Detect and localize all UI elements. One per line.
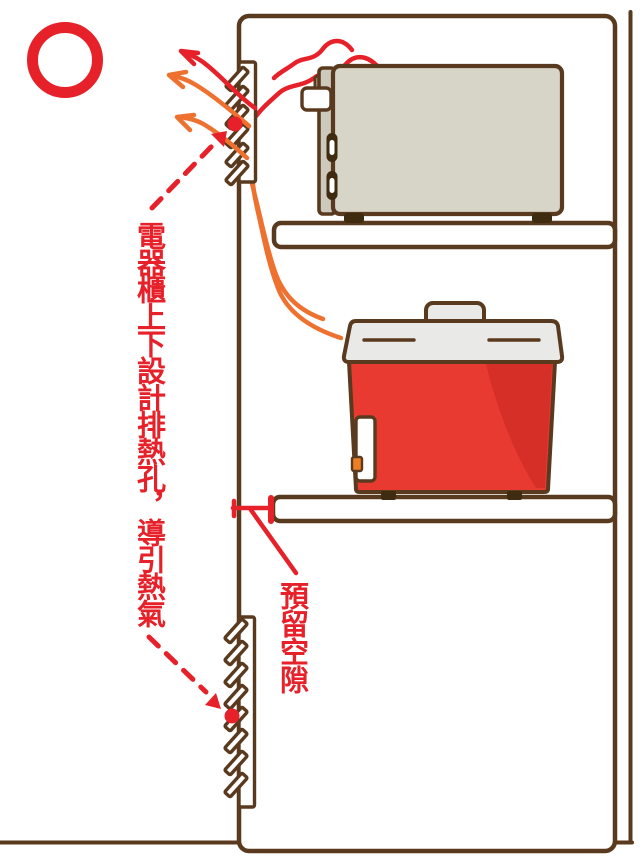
vent-slat <box>223 749 249 777</box>
dashed-leader-top <box>149 143 215 211</box>
leader-arrowhead-icon <box>211 131 227 147</box>
cooker-button <box>350 455 364 473</box>
vent-slat <box>223 661 249 689</box>
gap-leader <box>248 507 299 576</box>
dashed-leader-bottom <box>146 634 209 695</box>
orange-arrowhead-icon <box>174 112 197 133</box>
room-outline <box>0 10 634 845</box>
vent-slat <box>224 159 250 187</box>
cooker-foot <box>507 491 522 500</box>
gap-indicator <box>230 495 299 576</box>
orange-exit-arrow <box>168 73 252 129</box>
microwave-hinge-slot <box>329 178 335 193</box>
leader-lines <box>146 116 243 724</box>
rice-cooker <box>341 301 565 500</box>
orange-arrowhead-icon <box>166 69 189 90</box>
orange-exit-arrow <box>176 114 250 161</box>
heat-wave <box>271 38 355 81</box>
microwave-foot <box>532 213 552 223</box>
cooker-foot <box>381 491 396 500</box>
vent-note-label: 電器櫃上下設計排熱孔，導引熱氣 <box>132 221 165 626</box>
cooker-shade-band <box>486 364 552 488</box>
red-exit-arrow <box>180 49 258 111</box>
vent-dot <box>224 708 240 724</box>
leader-arrowhead-icon <box>205 693 221 709</box>
vent-slat <box>223 617 249 645</box>
microwave <box>300 63 565 223</box>
vent-slat <box>223 683 249 711</box>
vent-slat <box>224 141 250 169</box>
vent-slats <box>223 617 249 799</box>
microwave-hinge-slot <box>329 140 335 155</box>
upper-shelf <box>271 220 618 250</box>
vent-slat <box>223 771 249 799</box>
red-circle-marker <box>27 22 103 98</box>
vent-slat <box>223 727 249 755</box>
microwave-body <box>330 63 565 217</box>
microwave-foot <box>344 213 364 223</box>
microwave-plug <box>300 86 333 112</box>
lower-shelf <box>270 494 618 524</box>
gap-note-label: 預留空隙 <box>275 581 308 693</box>
vent-slat <box>223 639 249 667</box>
red-arrowhead-icon <box>178 48 201 67</box>
bottom-vent <box>223 615 257 809</box>
vent-exit-arrows <box>166 48 258 161</box>
vent-dot <box>227 116 243 132</box>
